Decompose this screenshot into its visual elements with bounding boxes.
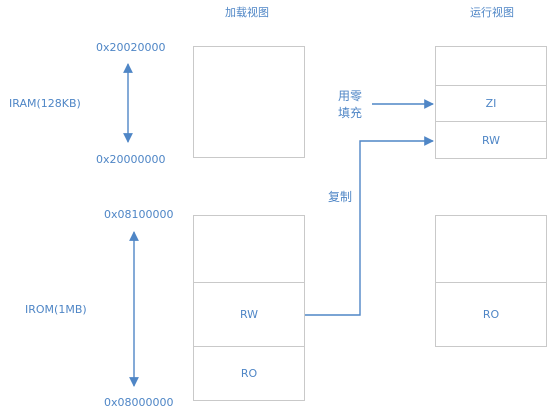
load-rw-label: RW xyxy=(239,308,259,321)
run-ro-cell: RO xyxy=(435,282,547,347)
irom-bottom-address: 0x08000000 xyxy=(104,396,174,409)
run-zi-cell: ZI xyxy=(435,85,547,122)
run-zi-label: ZI xyxy=(485,97,497,110)
run-rw-label: RW xyxy=(481,133,501,147)
load-rw-cell: RW xyxy=(193,282,305,347)
zero-fill-annotation: 用零 填充 xyxy=(330,88,370,122)
load-iram-block xyxy=(193,46,305,158)
iram-label: IRAM(128KB) xyxy=(9,97,81,110)
load-ro-cell: RO xyxy=(193,346,305,401)
zero-fill-line-1: 用零 xyxy=(337,89,362,103)
iram-bottom-address: 0x20000000 xyxy=(96,153,166,166)
copy-annotation: 复制 xyxy=(328,190,353,204)
irom-top-address: 0x08100000 xyxy=(104,208,174,221)
zero-fill-line-2: 填充 xyxy=(337,106,362,120)
irom-label: IROM(1MB) xyxy=(25,303,87,316)
run-ro-label: RO xyxy=(482,308,500,321)
copy-arrow xyxy=(305,136,434,316)
run-irom-free-block xyxy=(435,215,547,283)
load-view-title: 加载视图 xyxy=(225,6,269,19)
run-view-title: 运行视图 xyxy=(470,6,514,19)
iram-top-address: 0x20020000 xyxy=(96,41,166,54)
run-rw-cell: RW xyxy=(435,121,547,159)
load-ro-label: RO xyxy=(240,367,258,380)
